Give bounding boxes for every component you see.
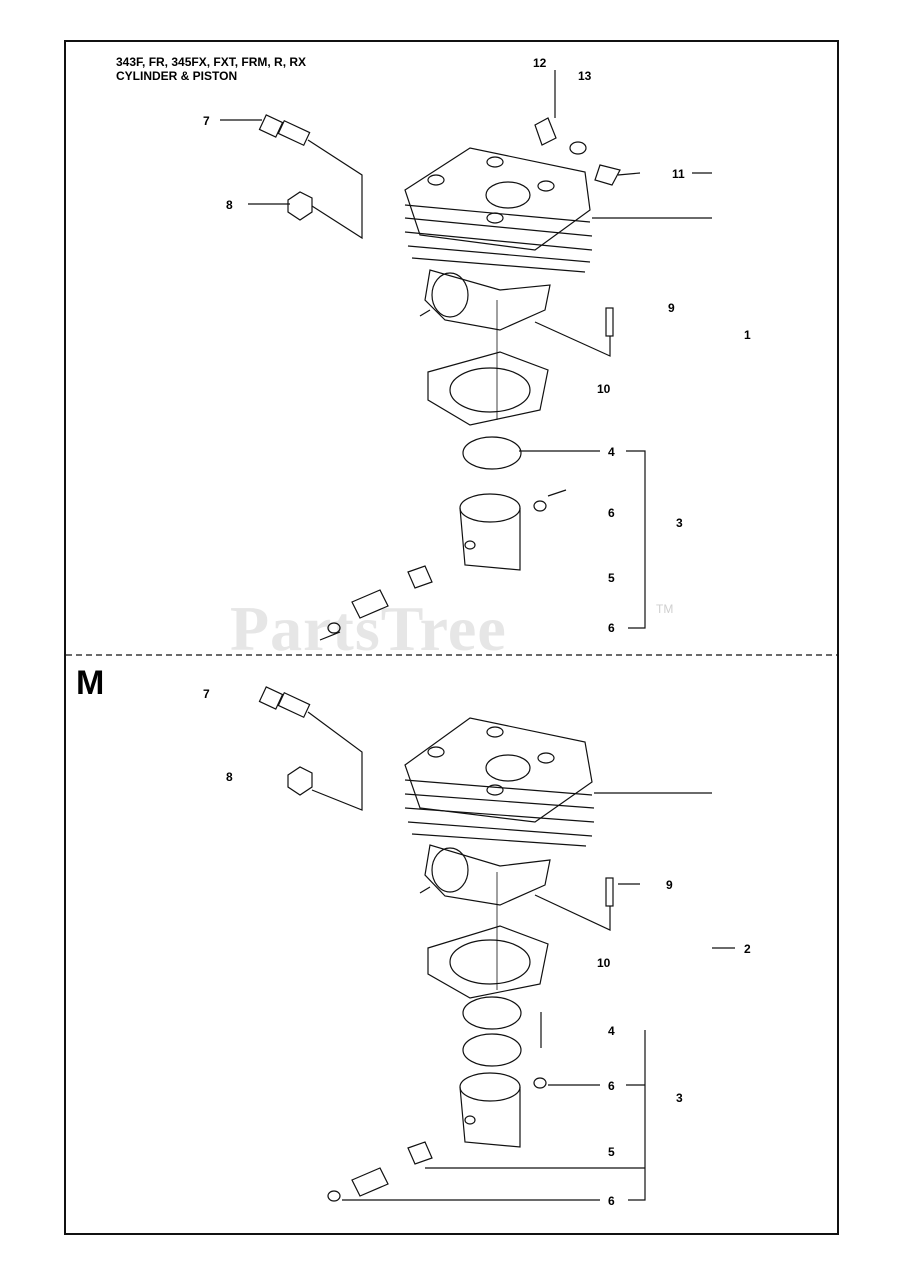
ring-bottom-b: [462, 1033, 522, 1067]
label-4-b: 4: [608, 1024, 615, 1038]
circlip-top-a: [327, 622, 341, 634]
plug-bottom: [287, 766, 313, 796]
label-10: 10: [597, 382, 611, 396]
label-10-b: 10: [597, 956, 611, 970]
decomp-valve-top: [258, 114, 311, 147]
bearing-top: [407, 565, 433, 589]
label-11: 11: [672, 167, 685, 181]
plug-top: [287, 191, 313, 221]
label-1: 1: [744, 328, 751, 342]
label-12: 12: [533, 56, 547, 70]
label-3-b: 3: [676, 1091, 683, 1105]
washer-top: [569, 141, 587, 155]
ring-top: [462, 436, 522, 470]
cylinder-top: [404, 147, 593, 331]
label-6a-b: 6: [608, 1079, 615, 1093]
gasket-top: [427, 351, 549, 426]
screw-bottom: [605, 877, 614, 907]
piston-top: [459, 493, 521, 571]
bearing-bottom: [407, 1141, 433, 1165]
label-6b: 6: [608, 621, 615, 635]
circlip-bottom-a: [327, 1190, 341, 1202]
ring-bottom-a: [462, 996, 522, 1030]
watermark-tm: TM: [656, 602, 674, 616]
diagram-frame: [64, 40, 839, 1235]
watermark-logo: PartsTree: [230, 593, 507, 664]
cylinder-bottom: [404, 717, 595, 906]
section-marker-m: M: [76, 664, 105, 702]
pin-bottom: [351, 1167, 389, 1197]
label-7-b: 7: [203, 687, 210, 701]
label-6b-b: 6: [608, 1194, 615, 1208]
piston-bottom: [459, 1072, 521, 1148]
label-9: 9: [668, 301, 675, 315]
label-9-b: 9: [666, 878, 673, 892]
header-title: CYLINDER & PISTON: [116, 69, 238, 83]
decomp-valve-bottom: [258, 686, 311, 719]
circlip-bottom-b: [533, 1077, 547, 1089]
gasket-bottom: [427, 925, 549, 999]
label-8-b: 8: [226, 770, 233, 784]
circlip-top-b: [533, 500, 547, 512]
pin-top: [351, 589, 389, 619]
label-3: 3: [676, 516, 683, 530]
nipple-top: [594, 164, 621, 186]
label-4: 4: [608, 445, 615, 459]
header-models: 343F, FR, 345FX, FXT, FRM, R, RX: [116, 55, 307, 69]
label-5-b: 5: [608, 1145, 615, 1159]
sleeve-top: [534, 117, 557, 146]
label-2: 2: [744, 942, 751, 956]
label-6a: 6: [608, 506, 615, 520]
label-13: 13: [578, 69, 592, 83]
label-8: 8: [226, 198, 233, 212]
screw-top: [605, 307, 614, 337]
label-7: 7: [203, 114, 210, 128]
label-5: 5: [608, 571, 615, 585]
